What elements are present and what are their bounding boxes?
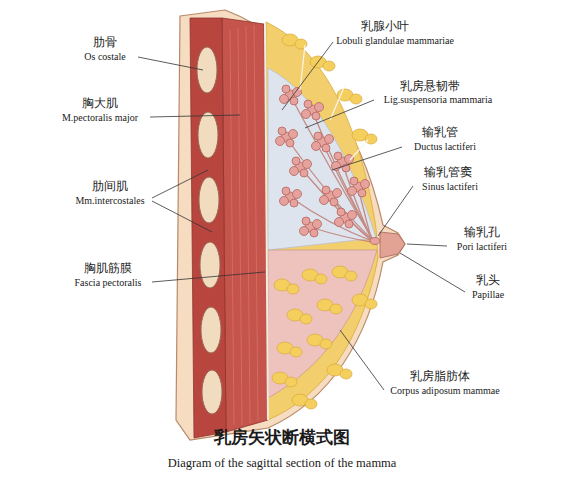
fat-lobules xyxy=(272,34,377,409)
part-name: 肋间肌 xyxy=(92,180,128,194)
intercostal-muscle xyxy=(190,18,226,438)
part-name: 胸大肌 xyxy=(82,97,118,111)
part-name: 胸肌筋膜 xyxy=(84,262,132,276)
ducts xyxy=(286,95,372,242)
latin-name: Corpus adiposum mammae xyxy=(390,385,499,397)
latin-name: Mm.intercostales xyxy=(75,195,144,207)
latin-name: Os costale xyxy=(84,51,125,63)
part-name: 输乳管窦 xyxy=(424,166,472,180)
gland-region xyxy=(268,68,376,250)
latin-name: M.pectoralis major xyxy=(62,112,138,124)
latin-name: Lig.suspensoria mammaria xyxy=(384,94,492,106)
sinus xyxy=(370,238,380,245)
part-name: 肋骨 xyxy=(93,36,117,50)
pectoralis-muscle xyxy=(222,18,268,432)
part-name: 乳房悬韧带 xyxy=(400,80,460,94)
part-name: 乳腺小叶 xyxy=(361,20,409,34)
latin-name: Fascia pectoralis xyxy=(75,277,142,289)
latin-name: Papillae xyxy=(472,289,504,301)
latin-name: Ductus lactiferi xyxy=(414,141,476,153)
gland-lower xyxy=(268,250,377,398)
diagram-caption: Diagram of the sagittal section of the m… xyxy=(168,456,397,470)
part-name: 输乳管 xyxy=(422,126,458,140)
fascia-line xyxy=(265,24,268,420)
latin-name: Pori lactiferi xyxy=(457,241,507,253)
latin-name: Sinus lactiferi xyxy=(422,181,478,193)
fat-layer xyxy=(266,22,378,420)
part-name: 输乳孔 xyxy=(464,226,500,240)
diagram-title: 乳房矢状断横式图 xyxy=(214,428,350,448)
part-name: 乳房脂肪体 xyxy=(410,370,470,384)
part-name: 乳头 xyxy=(476,274,500,288)
skin-outline xyxy=(176,10,405,440)
latin-name: Lobuli glandulae mammariae xyxy=(336,35,454,47)
ligaments xyxy=(300,45,368,160)
